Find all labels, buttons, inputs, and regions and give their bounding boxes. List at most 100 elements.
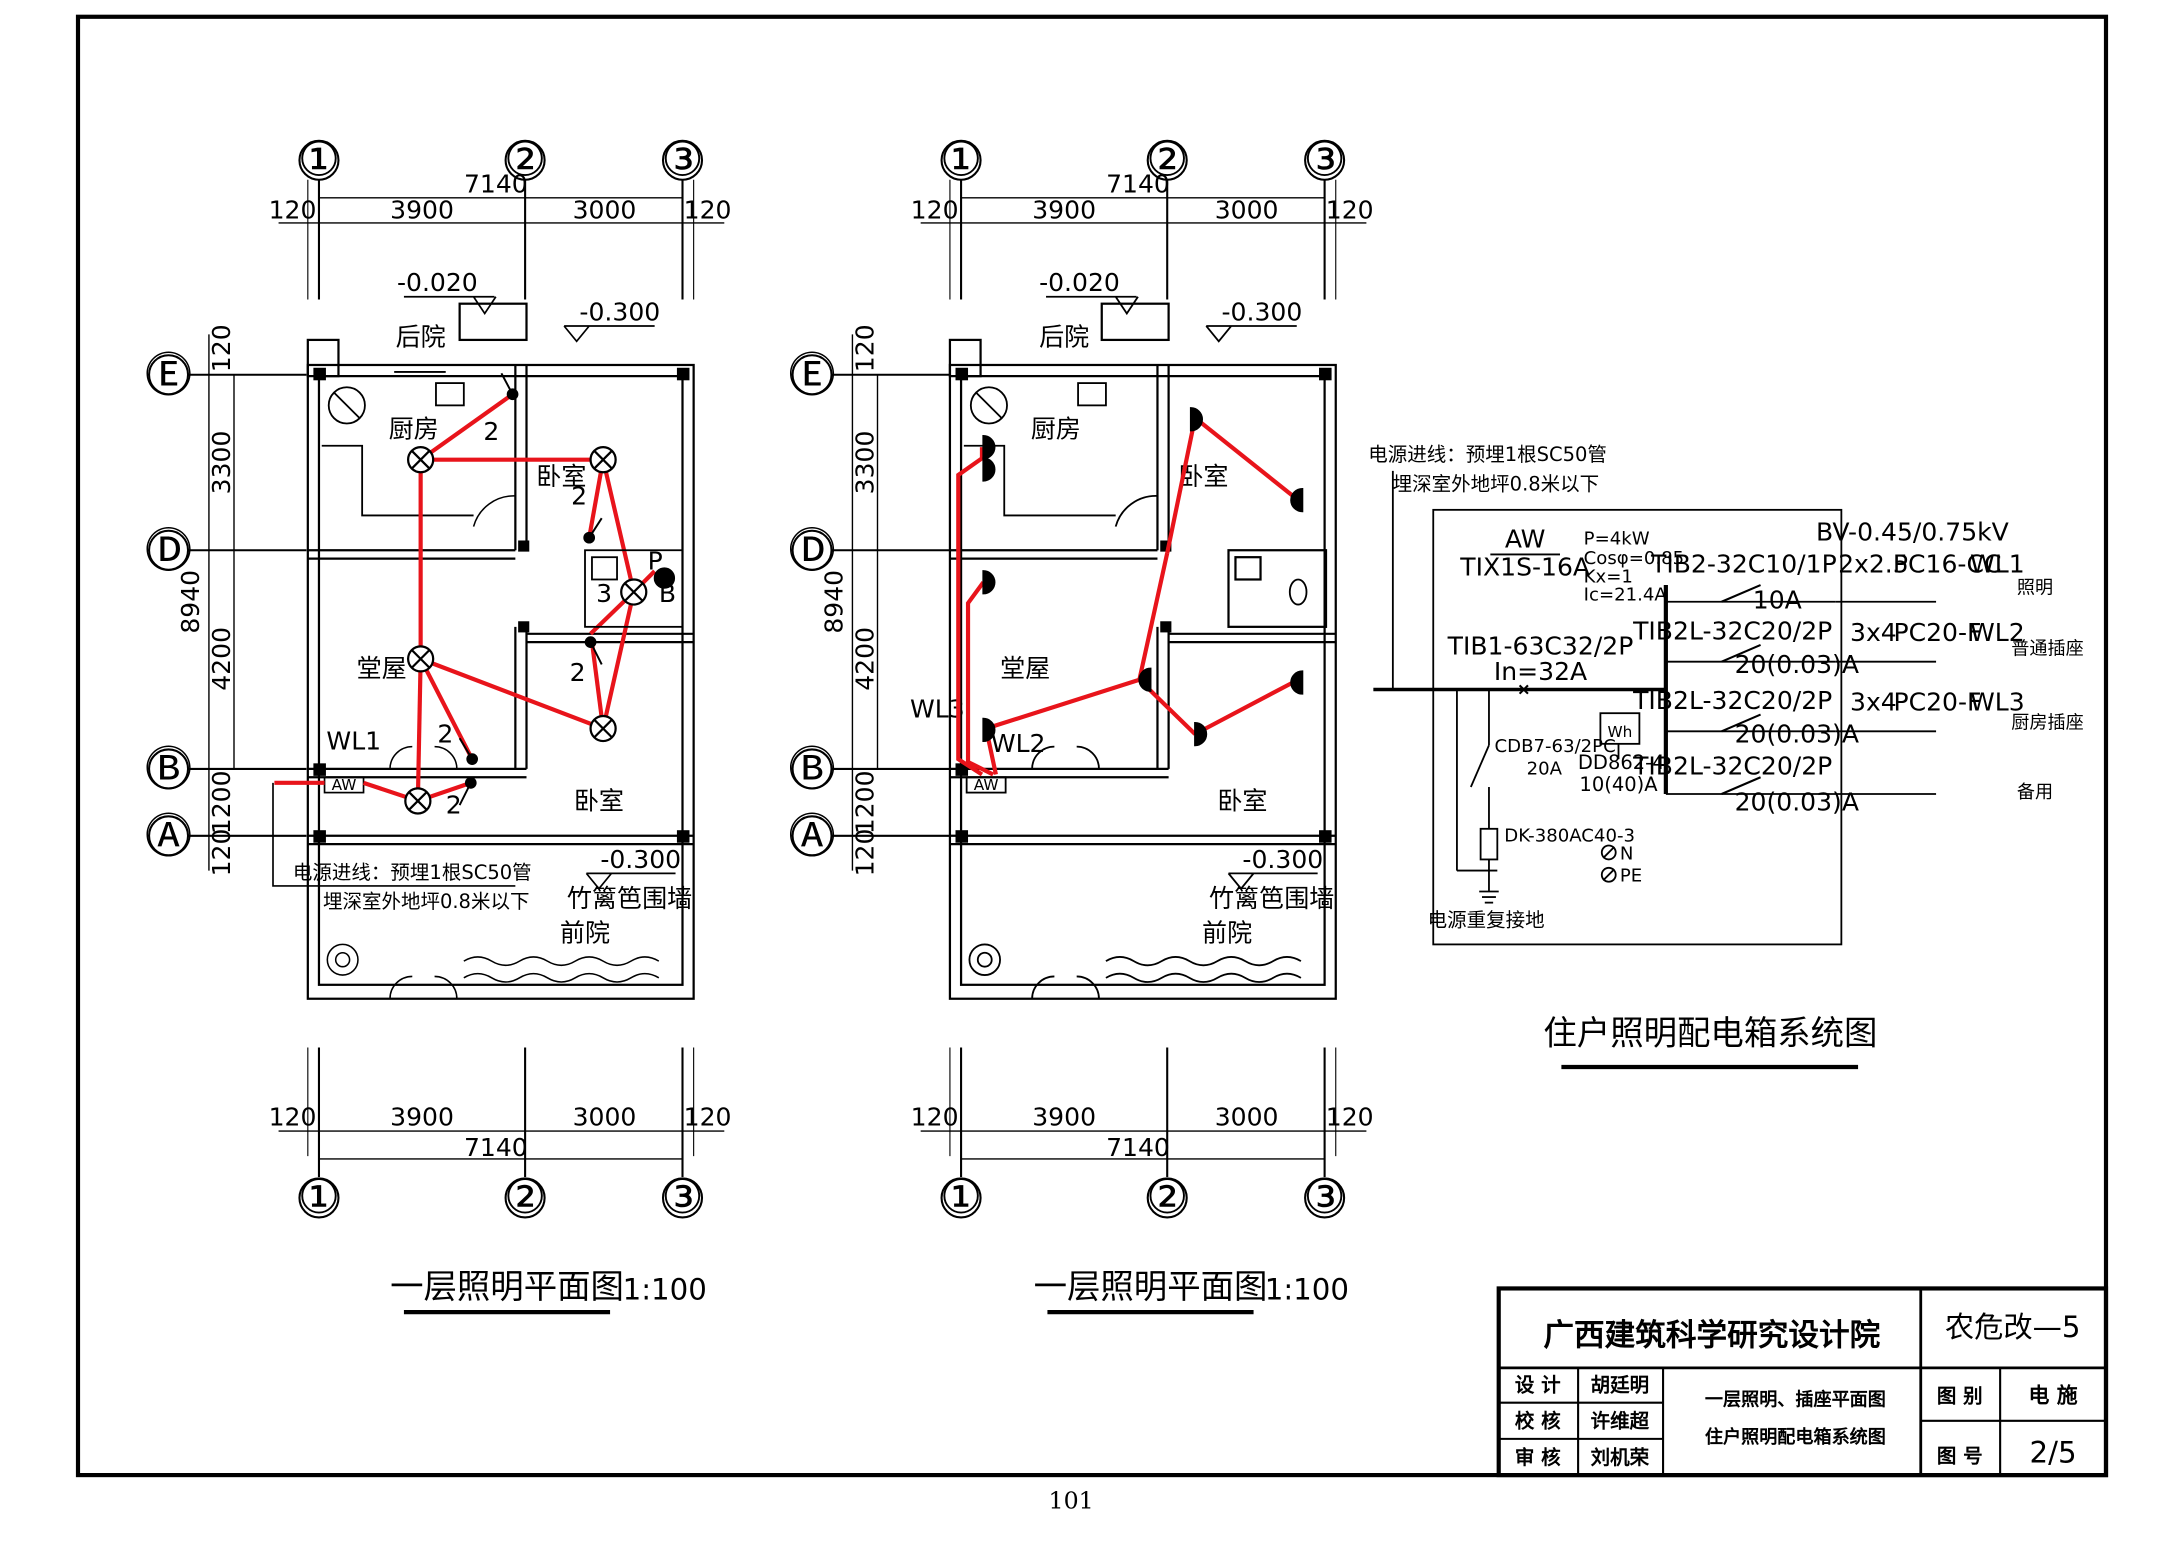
sys-box-model: TIX1S-16A	[1459, 552, 1590, 581]
axis-label-E: Ⓔ	[145, 348, 192, 403]
kitchen-fixtures	[321, 371, 474, 517]
lamp-hall	[406, 645, 435, 673]
elevation-marks	[403, 295, 676, 891]
dim-bay1-r: 3900	[1032, 196, 1096, 225]
role-design: 设 计	[1515, 1374, 1561, 1397]
grid-axis-left	[147, 334, 307, 871]
axis-label-E-r: Ⓔ	[788, 348, 835, 403]
sys-n-label: N	[1620, 843, 1634, 864]
circuit-1-rating: 10A	[1753, 586, 1802, 615]
plan-scale: 1:100	[623, 1273, 707, 1307]
dim-v-top: 120	[207, 324, 236, 372]
circuit-4-use: 备用	[2017, 782, 2053, 803]
circuit-3-name: WL3	[1970, 687, 2025, 716]
circuit-3-rating: 20(0.03)A	[1735, 719, 1859, 748]
sys-box-param-3: Ic=21.4A	[1584, 584, 1668, 605]
socket-bed-upper-2	[1290, 487, 1304, 513]
axis-b-label-1-r: ①	[940, 1170, 982, 1225]
dim-b-total-r: 7140	[1106, 1133, 1170, 1162]
plan-title-r: 一层照明平面图	[1034, 1267, 1268, 1306]
circuit-3-use: 厨房插座	[2011, 713, 2083, 734]
lamp-bedroom-upper	[589, 446, 617, 474]
sys-spd: DK-380AC40-3	[1504, 825, 1635, 846]
grid-axis-left-r	[791, 334, 950, 871]
dim-v-top-r: 120	[850, 324, 879, 372]
label-bamboo-fence-r: 竹篱笆围墙	[1209, 884, 1334, 913]
bathroom	[584, 549, 684, 628]
sys-box-param-2: Kx=1	[1584, 566, 1633, 587]
circuit-1-breaker: TIB2-32C10/1P	[1650, 550, 1837, 579]
dim-total: 7140	[464, 169, 528, 198]
axis-label-A-r: Ⓐ	[788, 809, 835, 864]
label-front-yard: 前院	[560, 919, 610, 948]
sys-meter: DD862-4	[1578, 751, 1665, 774]
axis-label-B: Ⓑ	[145, 743, 192, 798]
axis-b-label-2-r: ②	[1146, 1170, 1188, 1225]
sys-meter-rating: 10(40)A	[1579, 773, 1658, 796]
axis-label-B-r: Ⓑ	[788, 743, 835, 798]
dim-v-total-r: 8940	[820, 570, 849, 634]
socket-wiring	[956, 416, 1300, 777]
walls-r	[948, 302, 1337, 1000]
lamp-symbols	[404, 446, 648, 815]
category-label: 图 别	[1937, 1385, 1983, 1408]
name-review: 刘机荣	[1591, 1446, 1650, 1469]
axis-label-1: ①	[298, 133, 340, 188]
sheet-border	[75, 14, 2109, 1478]
circuit-2-name: WL2	[1970, 618, 2025, 647]
dim-b-left-edge-r: 120	[911, 1102, 959, 1131]
axis-label-1-r: ①	[940, 133, 982, 188]
circuit-4-breaker: TIB2L-32C20/2P	[1632, 751, 1832, 780]
dim-v-ed: 3300	[207, 431, 236, 495]
dim-b-bay1-r: 3900	[1032, 1102, 1096, 1131]
circuit-2-breaker: TIB2L-32C20/2P	[1632, 616, 1832, 645]
label-kitchen-r: 厨房	[1031, 414, 1081, 443]
label-bedroom-lower-r: 卧室	[1217, 786, 1267, 815]
category-value: 电 施	[2029, 1384, 2078, 1408]
number-label: 图 号	[1937, 1445, 1983, 1468]
lighting-wiring	[274, 392, 657, 803]
dim-b-total: 7140	[464, 1133, 528, 1162]
sys-surge-rating: 20A	[1527, 758, 1563, 779]
axis-b-label-2: ②	[504, 1170, 546, 1225]
circuit-2-use: 普通插座	[2011, 639, 2083, 660]
institute-name: 广西建筑科学研究设计院	[1543, 1318, 1880, 1354]
plan-left: ① ② ③ 7140 120 3900 3000 120 Ⓔ Ⓓ Ⓑ Ⓐ 120…	[145, 133, 732, 1315]
socket-kitchen-2	[982, 457, 996, 482]
axis-b-label-1: ①	[298, 1170, 340, 1225]
dim-v-db-r: 4200	[850, 627, 879, 691]
lamp-bedroom-lower	[589, 714, 617, 743]
circuit-3-pipe: PC20-F	[1893, 687, 1981, 716]
wire-count-2: 2	[571, 481, 587, 510]
wire-count-1: 2	[483, 417, 499, 446]
dim-right-edge-r: 120	[1326, 196, 1374, 225]
socket-hall-3	[1138, 667, 1152, 692]
wire-count-8: B	[659, 579, 676, 608]
dim-b-right-edge: 120	[684, 1102, 732, 1131]
dim-b-bay1: 3900	[390, 1102, 454, 1131]
role-check: 校 核	[1515, 1410, 1561, 1433]
socket-kitchen-1	[982, 435, 996, 460]
sys-feeder-note-2: 埋深室外地坪0.8米以下	[1393, 472, 1600, 495]
circuit-4-rating: 20(0.03)A	[1735, 788, 1859, 817]
axis-label-A: Ⓐ	[145, 809, 192, 864]
feeder-note-2: 埋深室外地坪0.8米以下	[323, 890, 530, 913]
sys-main-in: In=32A	[1494, 657, 1587, 686]
grid-axis-top	[278, 139, 725, 300]
lamp-kitchen	[406, 446, 435, 474]
dim-bay1: 3900	[390, 196, 454, 225]
label-hall: 堂屋	[357, 654, 407, 683]
wire-count-5: 3	[596, 579, 612, 608]
sys-box-name: AW	[1505, 524, 1546, 553]
socket-bed-lower-1	[1194, 721, 1208, 747]
label-bamboo-fence: 竹篱笆围墙	[567, 884, 692, 913]
socket-hall-2	[982, 717, 996, 743]
socket-bed-lower-2	[1290, 670, 1304, 695]
dim-v-bottom-r: 120	[850, 829, 879, 877]
sys-ground: 电源重复接地	[1428, 908, 1545, 931]
sys-pe-label: PE	[1620, 866, 1642, 887]
circuit-1-cable: 2x2.5	[1838, 550, 1909, 579]
circuit-1-use: 照明	[2017, 577, 2053, 598]
lamp-bathroom	[620, 578, 648, 606]
dim-b-left-edge: 120	[269, 1102, 317, 1131]
